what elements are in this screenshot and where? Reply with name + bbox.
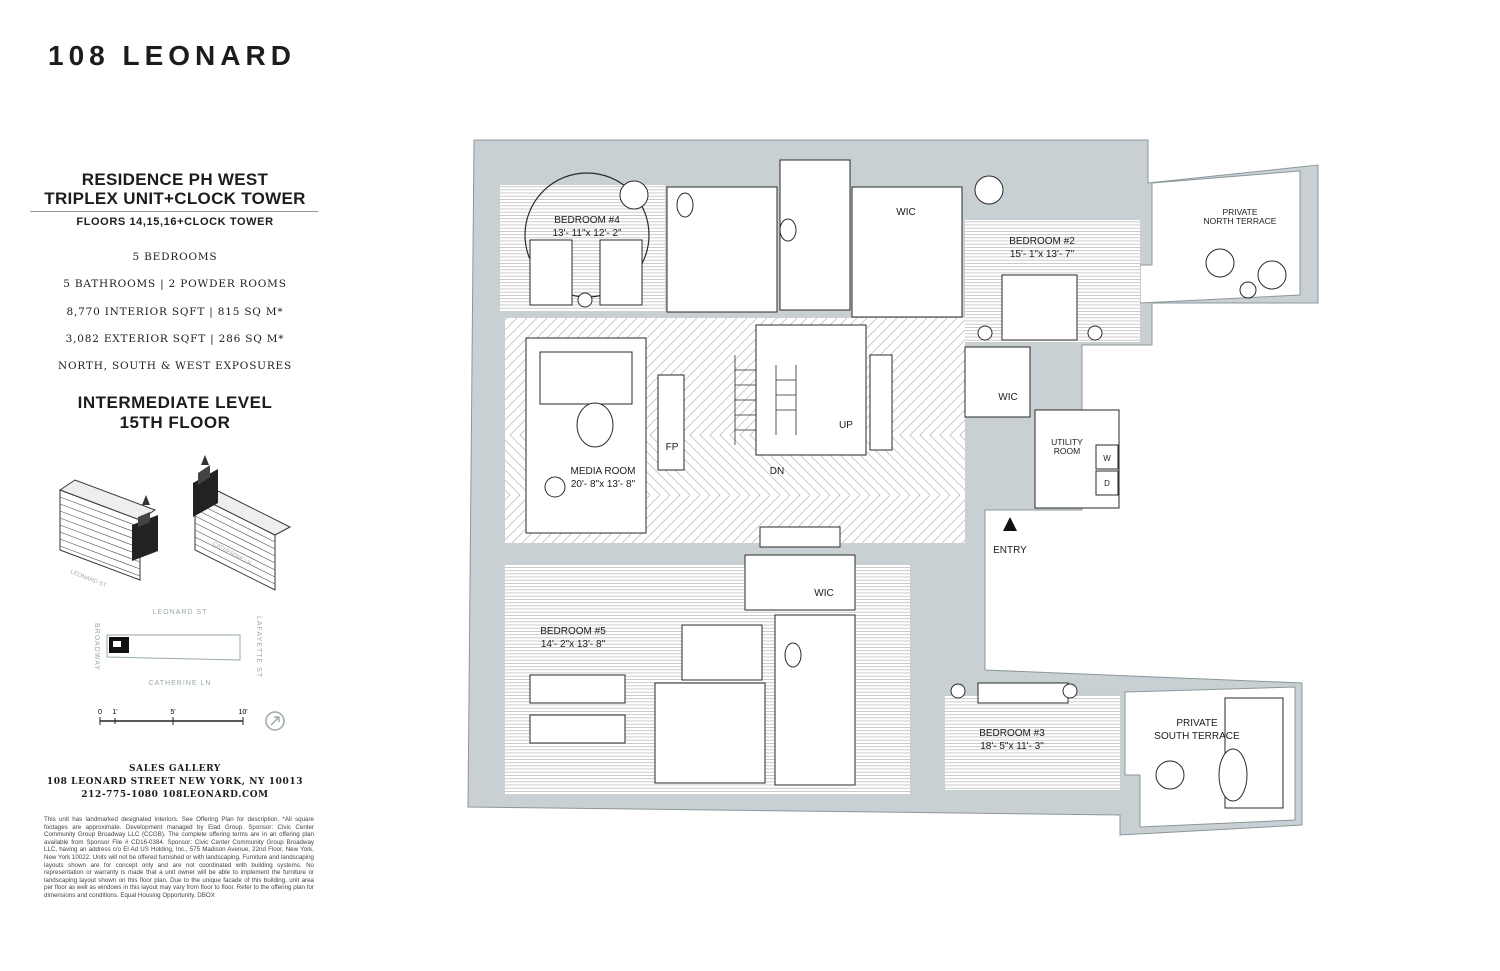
bath-south-left [654, 682, 766, 784]
building-isometric-diagrams: LEONARD ST CATHERINE LN [58, 455, 292, 591]
bedroom5-dims: 14'- 2"x 13'- 8" [541, 639, 606, 650]
north-terrace-label-2: NORTH TERRACE [1204, 216, 1277, 226]
spec-bathrooms: 5 BATHROOMS | 2 POWDER ROOMS [63, 278, 287, 291]
stair-up-label: UP [839, 420, 853, 431]
wic-mid-label: WIC [998, 392, 1017, 403]
wic-south-label: WIC [814, 588, 833, 599]
bath-south-center [774, 614, 856, 786]
washer-label: W [1103, 454, 1111, 463]
bedroom5-bed-top [529, 674, 626, 704]
south-terrace-label-2: SOUTH TERRACE [1154, 731, 1240, 742]
bedroom5-bed-bottom [529, 714, 626, 744]
stair-down-label: DN [770, 466, 784, 477]
wic-mid [964, 346, 1031, 418]
scale-tick-5: 5' [170, 709, 175, 716]
scale-tick-10: 10' [238, 709, 247, 716]
wic-north-label: WIC [896, 207, 915, 218]
entry-arrow-icon [1003, 517, 1017, 531]
north-arrow-icon [265, 711, 285, 731]
bedroom3-floor [945, 695, 1120, 790]
level-title: INTERMEDIATE LEVEL 15TH FLOOR [20, 393, 330, 433]
residence-title-line2: TRIPLEX UNIT+CLOCK TOWER [44, 189, 306, 208]
floor-plan: BEDROOM #4 13'- 11"x 12'- 2" BEDROOM #2 … [467, 139, 1319, 836]
wic-north [851, 186, 963, 318]
scale-tick-0: 0 [98, 709, 102, 716]
bedroom3-bed-headboard [977, 682, 1069, 704]
fireplace-label: FP [666, 442, 679, 453]
level-line2: 15TH FLOOR [119, 413, 231, 432]
level-line1: INTERMEDIATE LEVEL [77, 393, 273, 412]
bedroom5-name: BEDROOM #5 [540, 626, 606, 637]
spec-exposures: NORTH, SOUTH & WEST EXPOSURES [58, 360, 292, 373]
bedroom2-dims: 15'- 1"x 13'- 7" [1010, 249, 1075, 260]
building-isometric-left: LEONARD ST [58, 479, 158, 589]
bedroom4-bed-right [599, 239, 643, 306]
keyplan-south: CATHERINE LN [149, 680, 212, 687]
keyplan-north: LEONARD ST [153, 609, 208, 616]
north-terrace-label-1: PRIVATE [1222, 207, 1257, 217]
bedroom3-dims: 18'- 5"x 11'- 3" [980, 741, 1044, 752]
spec-exterior: 3,082 EXTERIOR SQFT | 286 SQ M* [65, 332, 285, 345]
south-terrace-label-1: PRIVATE [1176, 718, 1218, 729]
keyplan-east: LAFAYETTE ST [255, 616, 262, 678]
bedroom4-bed-left [529, 239, 573, 306]
legal-disclaimer: This unit has landmarked designated inte… [44, 816, 314, 899]
bedroom4-name: BEDROOM #4 [554, 215, 620, 226]
building-isometric-right: CATHERINE LN [193, 455, 292, 591]
sales-gallery-contact: 212-775-1080 108LEONARD.COM [81, 790, 269, 800]
brand-logo: 108 LEONARD [48, 40, 296, 71]
stair [755, 324, 867, 456]
utility-label-2: ROOM [1054, 446, 1080, 456]
specs-list: 5 BEDROOMS 5 BATHROOMS | 2 POWDER ROOMS … [20, 250, 330, 386]
bedroom2-bed [1001, 274, 1078, 341]
scale-bar: 0 1' 5' 10' [98, 709, 285, 731]
sales-gallery-address: 108 LEONARD STREET NEW YORK, NY 10013 [46, 777, 304, 787]
media-room-name: MEDIA ROOM [570, 466, 635, 477]
bedroom4-dims: 13'- 11"x 12'- 2" [552, 228, 622, 239]
dryer-label: D [1104, 479, 1110, 488]
spec-bedrooms: 5 BEDROOMS [132, 251, 218, 263]
sales-gallery: SALES GALLERY 108 LEONARD STREET NEW YOR… [20, 763, 330, 802]
residence-title: RESIDENCE PH WEST TRIPLEX UNIT+CLOCK TOW… [20, 170, 330, 208]
title-divider [30, 211, 318, 212]
floors-label: FLOORS 14,15,16+CLOCK TOWER [76, 216, 274, 228]
key-plan: LEONARD ST CATHERINE LN BROADWAY LAFAYET… [93, 609, 262, 687]
entry-label: ENTRY [993, 545, 1027, 556]
keyplan-west: BROADWAY [93, 623, 100, 671]
dryer [1095, 470, 1119, 496]
wic-south [744, 554, 856, 611]
keyplan-outline [106, 634, 241, 661]
washer [1095, 444, 1119, 470]
bedroom3-name: BEDROOM #3 [979, 728, 1045, 739]
fireplace [657, 374, 685, 471]
bedroom2-name: BEDROOM #2 [1009, 236, 1075, 247]
scale-tick-1: 1' [112, 709, 117, 716]
iso-label-leonard: LEONARD ST [69, 569, 107, 589]
media-room-dims: 20'- 8"x 13'- 8" [571, 479, 636, 490]
residence-title-line1: RESIDENCE PH WEST [81, 170, 269, 189]
spec-interior: 8,770 INTERIOR SQFT | 815 SQ M* [66, 305, 284, 318]
sales-gallery-title: SALES GALLERY [129, 764, 221, 774]
utility-label-1: UTILITY [1051, 437, 1083, 447]
